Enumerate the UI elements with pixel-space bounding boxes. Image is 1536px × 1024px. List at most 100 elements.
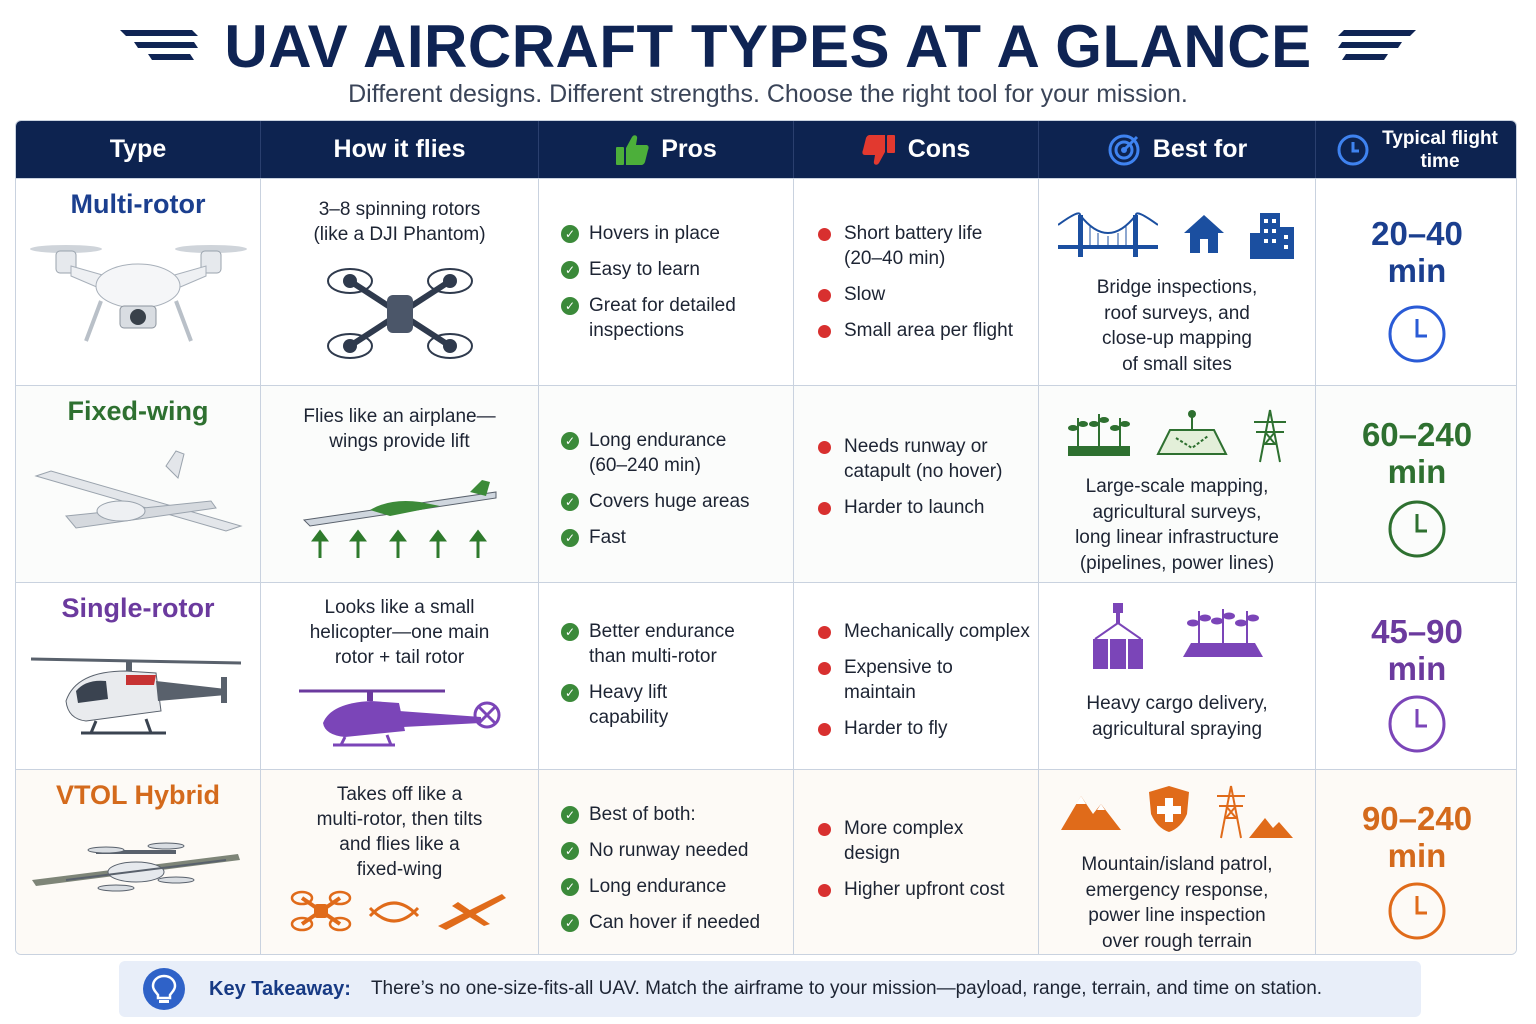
- time-unit: min: [1387, 837, 1447, 874]
- pro-text: than multi-rotor: [589, 646, 717, 667]
- col-cons-label: Cons: [907, 135, 971, 163]
- how-line: and flies like a: [339, 834, 460, 855]
- best-line: roof surveys, and: [1104, 302, 1250, 324]
- pro-text: Fast: [589, 527, 626, 548]
- pro-text: Heavy lift: [589, 682, 668, 703]
- con-text: Harder to fly: [844, 718, 948, 739]
- field-map-icon: [1156, 410, 1228, 455]
- pro-item: ✓ Fast: [561, 525, 785, 550]
- pro-text: Long endurance: [589, 430, 727, 451]
- check-icon: ✓: [561, 261, 579, 279]
- time-unit: min: [1387, 252, 1447, 289]
- time-unit: min: [1387, 453, 1447, 490]
- check-icon: ✓: [561, 684, 579, 702]
- how-line: multi-rotor, then tilts: [316, 809, 483, 830]
- best-line: Heavy cargo delivery,: [1086, 693, 1268, 714]
- con-text: Expensive to: [844, 657, 953, 678]
- pros-list: ✓Best of both: ✓No runway needed ✓Long e…: [561, 802, 785, 946]
- takeaway-label: Key Takeaway:: [209, 977, 351, 1000]
- power-tower-icon: [1254, 409, 1286, 463]
- col-time-label-1: Typical flight: [1382, 127, 1498, 149]
- check-icon: ✓: [561, 297, 579, 315]
- time-value: 45–90 min: [1316, 613, 1516, 687]
- table-header: Type How it flies Pros Cons Best for Typ…: [16, 121, 1516, 178]
- pro-item: ✓Covers huge areas: [561, 489, 785, 514]
- quadcopter-diagram-icon: [326, 268, 473, 359]
- col-type-label: Type: [109, 135, 167, 163]
- time-cell: 60–240 min: [1316, 386, 1516, 582]
- time-range: 60–240: [1361, 416, 1473, 453]
- pros-cell: ✓Long endurance(60–240 min) ✓Covers huge…: [539, 386, 794, 582]
- how-line: Takes off like a: [336, 784, 463, 805]
- con-item: Small area per flight: [816, 318, 1030, 343]
- clock-icon: [1388, 500, 1446, 558]
- pro-item: ✓No runway needed: [561, 838, 785, 863]
- pro-item: ✓Long endurance: [561, 874, 785, 899]
- pro-text: (60–240 min): [589, 455, 701, 476]
- pros-cell: ✓Best of both: ✓No runway needed ✓Long e…: [539, 770, 794, 954]
- how-line: fixed-wing: [356, 859, 443, 880]
- time-cell: 45–90 min: [1316, 583, 1516, 769]
- comparison-table: Type How it flies Pros Cons Best for Typ…: [15, 120, 1517, 955]
- check-icon: ✓: [561, 623, 579, 641]
- medical-shield-icon: [1149, 786, 1189, 832]
- col-header-best: Best for: [1039, 121, 1316, 178]
- type-cell: VTOL Hybrid: [16, 770, 261, 954]
- best-line: of small sites: [1122, 353, 1232, 375]
- col-best-label: Best for: [1152, 135, 1248, 163]
- con-text: maintain: [844, 682, 916, 703]
- check-icon: ✓: [561, 225, 579, 243]
- con-text: Higher upfront cost: [844, 879, 1005, 900]
- pro-text: No runway needed: [589, 840, 749, 861]
- time-value: 60–240 min: [1316, 416, 1516, 490]
- pro-item: ✓ Heavy lift capability: [561, 680, 785, 730]
- best-text: Bridge inspections, roof surveys, and cl…: [1039, 275, 1315, 377]
- check-icon: ✓: [561, 432, 579, 450]
- pros-list: ✓Long endurance(60–240 min) ✓Covers huge…: [561, 428, 785, 561]
- key-takeaway-banner: Key Takeaway: There’s no one-size-fits-a…: [119, 961, 1421, 1017]
- how-cell: Flies like an airplane— wings provide li…: [261, 386, 539, 582]
- pro-text: capability: [589, 707, 669, 728]
- col-time-label-2: time: [1420, 150, 1460, 172]
- type-cell: Multi-rotor: [16, 179, 261, 385]
- time-value: 20–40 min: [1316, 215, 1516, 289]
- how-diagram: [261, 261, 538, 366]
- how-line: helicopter—one main: [309, 622, 490, 643]
- how-line: 3–8 spinning rotors: [318, 199, 481, 220]
- best-cell: Large-scale mapping, agricultural survey…: [1039, 386, 1316, 582]
- con-item: Harder to launch: [816, 495, 1030, 520]
- con-text: Mechanically complex: [844, 621, 1030, 642]
- check-icon: ✓: [561, 529, 579, 547]
- cons-list: Mechanically complex Expensive to maintai…: [816, 619, 1030, 752]
- best-icons: [1039, 408, 1315, 464]
- clock-icon: [1388, 305, 1446, 363]
- best-line: close-up mapping: [1102, 328, 1252, 349]
- pro-text: Great for detailed: [589, 295, 736, 316]
- con-item: Expensive to maintain: [816, 655, 1030, 705]
- col-how-label: How it flies: [333, 135, 466, 163]
- con-text: Needs runway or: [844, 436, 988, 457]
- con-item: Higher upfront cost: [816, 877, 1030, 902]
- fixed-wing-lift-icon: [302, 480, 496, 558]
- how-text: Takes off like a multi-rotor, then tilts…: [261, 782, 538, 882]
- pros-list: ✓Hovers in place ✓Easy to learn ✓Great f…: [561, 221, 785, 354]
- time-range: 45–90: [1371, 613, 1463, 650]
- mountain-icon: [1061, 796, 1121, 830]
- best-icons: [1039, 603, 1315, 671]
- thumbs-down-icon: [862, 134, 895, 165]
- how-line: rotor + tail rotor: [334, 647, 465, 668]
- time-range: 20–40: [1371, 215, 1463, 252]
- vtol-transition-icon: [290, 890, 506, 932]
- pro-text: Covers huge areas: [589, 491, 750, 512]
- red-dot-icon: [818, 325, 831, 338]
- how-line: (like a DJI Phantom): [313, 224, 486, 245]
- table-row-vtol: VTOL Hybrid Takes off like a multi-rotor…: [16, 769, 1516, 954]
- table-row-singlerotor: Single-rotor Looks like a small helicopt…: [16, 582, 1516, 769]
- cons-cell: Short battery life(20–40 min) Slow Small…: [794, 179, 1039, 385]
